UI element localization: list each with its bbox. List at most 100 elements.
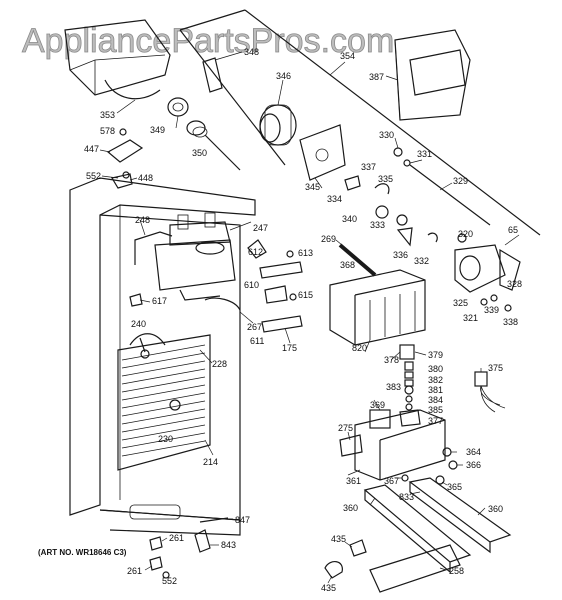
drain-tube — [134, 231, 173, 265]
part-843 — [194, 529, 211, 553]
callout-365: 365 — [447, 482, 462, 492]
watermark-text: AppliancePartsPros.com — [22, 22, 394, 60]
callout-448: 448 — [138, 173, 153, 183]
callout-321: 321 — [463, 313, 478, 323]
rod-269 — [338, 243, 377, 277]
callout-334: 334 — [327, 194, 342, 204]
callout-258: 258 — [449, 566, 464, 576]
callout-65: 65 — [508, 225, 518, 235]
callout-369: 369 — [370, 400, 385, 410]
callout-552: 552 — [86, 171, 101, 181]
motor-349 — [167, 97, 189, 117]
callout-552-lower: 552 — [162, 576, 177, 586]
callout-361: 361 — [346, 476, 361, 486]
ice-maker-unit — [329, 269, 426, 346]
callout-380: 380 — [428, 364, 443, 374]
callout-332: 332 — [414, 256, 429, 266]
callout-360-left: 360 — [343, 503, 358, 513]
fill-cup — [394, 29, 471, 121]
callout-240: 240 — [131, 319, 146, 329]
callout-360-right: 360 — [488, 504, 503, 514]
callout-350: 350 — [192, 148, 207, 158]
cover-447 — [106, 139, 144, 163]
ice-tray-assembly — [64, 19, 171, 100]
screw-338 — [504, 304, 512, 312]
callout-349: 349 — [150, 125, 165, 135]
callout-843: 843 — [221, 540, 236, 550]
callout-329: 329 — [453, 176, 468, 186]
callout-382: 382 — [428, 375, 443, 385]
part-261-upper — [149, 536, 163, 551]
callout-247: 247 — [253, 223, 268, 233]
cover-258 — [369, 544, 461, 593]
callout-379: 379 — [428, 350, 443, 360]
callout-248: 248 — [135, 215, 150, 225]
tube-240 — [139, 337, 146, 353]
mounting-plate — [299, 124, 346, 181]
callout-269: 269 — [321, 234, 336, 244]
wire-harness — [474, 371, 506, 413]
callout-338: 338 — [503, 317, 518, 327]
screw-552-upper — [122, 171, 130, 179]
callout-381: 381 — [428, 385, 443, 395]
dispenser-motor — [454, 233, 521, 293]
callout-320: 320 — [458, 229, 473, 239]
clip-448 — [111, 173, 133, 189]
callout-333: 333 — [370, 220, 385, 230]
callout-336: 336 — [393, 250, 408, 260]
callout-384: 384 — [428, 395, 443, 405]
callout-228: 228 — [212, 359, 227, 369]
callout-610: 610 — [244, 280, 259, 290]
part-365 — [435, 475, 445, 485]
callout-330: 330 — [379, 130, 394, 140]
art-number: (ART NO. WR18646 C3) — [38, 548, 127, 557]
callout-267: 267 — [247, 322, 262, 332]
screw-578 — [119, 128, 127, 136]
shutter-linkage — [344, 147, 491, 247]
callout-385: 385 — [428, 405, 443, 415]
callout-337: 337 — [361, 162, 376, 172]
cabinet-liner — [69, 177, 256, 536]
callout-435-upper: 435 — [331, 534, 346, 544]
callout-368: 368 — [340, 260, 355, 270]
callout-447: 447 — [84, 144, 99, 154]
callout-261-upper: 261 — [169, 533, 184, 543]
callout-383: 383 — [386, 382, 401, 392]
callout-340: 340 — [342, 214, 357, 224]
callout-366: 366 — [466, 460, 481, 470]
callout-387: 387 — [369, 72, 384, 82]
callout-615: 615 — [298, 290, 313, 300]
water-valve-stack — [399, 344, 421, 427]
callout-331: 331 — [417, 149, 432, 159]
part-261-lower — [149, 556, 163, 571]
callout-275: 275 — [338, 423, 353, 433]
callout-214: 214 — [203, 457, 218, 467]
callout-345: 345 — [305, 182, 320, 192]
fan-motor — [259, 104, 297, 146]
callout-354: 354 — [340, 51, 355, 61]
part-435-lower — [324, 561, 343, 579]
part-367 — [401, 474, 409, 482]
callout-230: 230 — [158, 434, 173, 444]
callout-847: 847 — [235, 515, 250, 525]
part-366 — [448, 460, 458, 470]
callout-339: 339 — [484, 305, 499, 315]
callout-820: 820 — [352, 343, 367, 353]
callout-611: 611 — [250, 336, 264, 346]
callout-613: 613 — [298, 248, 313, 258]
callout-346: 346 — [276, 71, 291, 81]
callout-353: 353 — [100, 110, 115, 120]
auger-motor-assembly — [154, 212, 236, 301]
callout-261-lower: 261 — [127, 566, 142, 576]
evaporator-coil — [117, 333, 211, 471]
part-847 — [199, 517, 229, 523]
callout-617: 617 — [152, 296, 167, 306]
callout-335: 335 — [378, 174, 393, 184]
screw-339 — [490, 294, 498, 302]
callout-364: 364 — [466, 447, 481, 457]
callout-612: 612 — [248, 247, 263, 257]
callout-325: 325 — [453, 298, 468, 308]
callout-375: 375 — [488, 363, 503, 373]
callout-435-lower: 435 — [321, 583, 336, 593]
